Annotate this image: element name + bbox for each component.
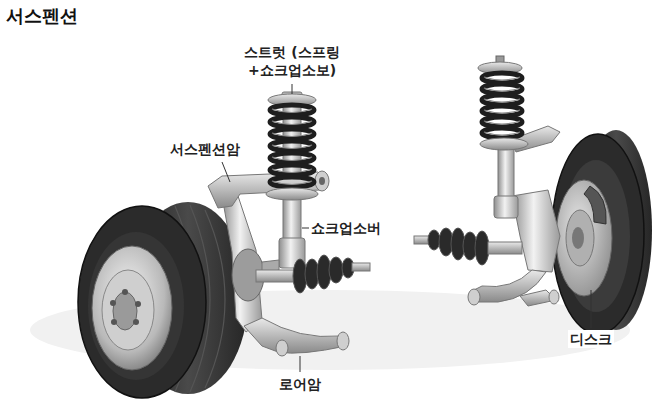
left-lower-arm bbox=[244, 318, 349, 356]
left-knuckle bbox=[222, 196, 264, 332]
left-upper-arm bbox=[208, 171, 329, 208]
right-disc bbox=[556, 180, 612, 296]
part-label: 디스크 bbox=[568, 330, 614, 348]
right-lower-arm bbox=[468, 270, 559, 306]
left-spring bbox=[266, 92, 318, 200]
right-spring bbox=[478, 56, 528, 150]
part-label: 쇼크업소버 bbox=[309, 219, 383, 237]
left-wheel bbox=[78, 202, 248, 398]
leader-lines bbox=[222, 84, 591, 372]
title: 서스펜션 bbox=[6, 5, 78, 27]
left-drive-shaft bbox=[256, 255, 370, 293]
right-shock-absorber bbox=[494, 140, 518, 218]
part-label: 서스펜션암 bbox=[168, 140, 242, 158]
part-label: 로어암 bbox=[277, 375, 323, 393]
part-label: 스트럿 (스프링+쇼크업소보) bbox=[204, 43, 380, 79]
right-wheel bbox=[552, 130, 652, 334]
right-drive-shaft bbox=[414, 228, 522, 265]
